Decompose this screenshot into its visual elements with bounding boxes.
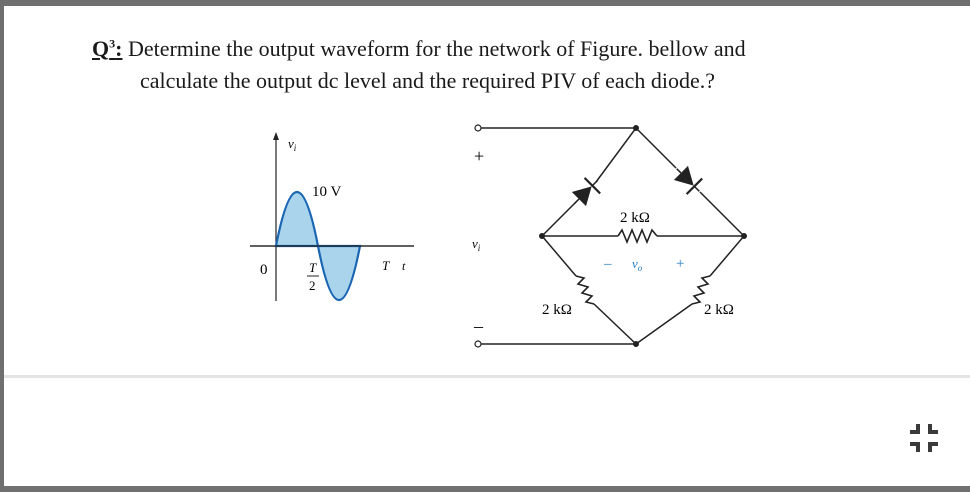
collapse-arrows-icon[interactable] [904,418,944,458]
time-label: t [402,259,406,273]
half-period-numerator: T [309,260,317,275]
question-text-2: calculate the output dc level and the re… [140,68,716,93]
input-waveform-figure: vi 10 V 0 T 2 T t [250,132,414,301]
document-frame: Q3: Determine the output waveform for th… [4,6,970,486]
input-minus-label: – [473,316,484,336]
half-period-denominator: 2 [309,278,316,293]
question-line-1: Q3: Determine the output waveform for th… [92,36,746,62]
output-plus-label: + [676,256,684,272]
origin-label: 0 [260,262,268,278]
negative-half-cycle [316,244,362,301]
question-text-1: Determine the output waveform for the ne… [127,36,746,61]
question-document: Q3: Determine the output waveform for th… [4,6,970,374]
input-plus-label: + [474,146,484,166]
section-divider [4,375,970,378]
right-resistor [691,275,711,305]
top-resistor-label: 2 kΩ [620,210,650,226]
positive-half-cycle [274,191,320,248]
right-resistor-label: 2 kΩ [704,302,734,318]
left-resistor-label: 2 kΩ [542,302,572,318]
input-vi-label: vi [472,236,481,253]
left-diode [571,177,601,207]
output-vo-label: vo [632,256,643,273]
top-resistor [617,227,658,245]
left-resistor [575,275,595,305]
question-marker: Q3: [92,36,123,61]
peak-voltage-label: 10 V [312,184,341,200]
lower-panel [4,378,970,486]
bottom-bar [0,486,970,492]
vi-axis-label: vi [288,136,297,153]
output-minus-label: – [603,256,612,272]
bridge-circuit-figure: + – vi [472,124,747,348]
period-label: T [382,258,390,273]
right-diode [673,165,703,195]
